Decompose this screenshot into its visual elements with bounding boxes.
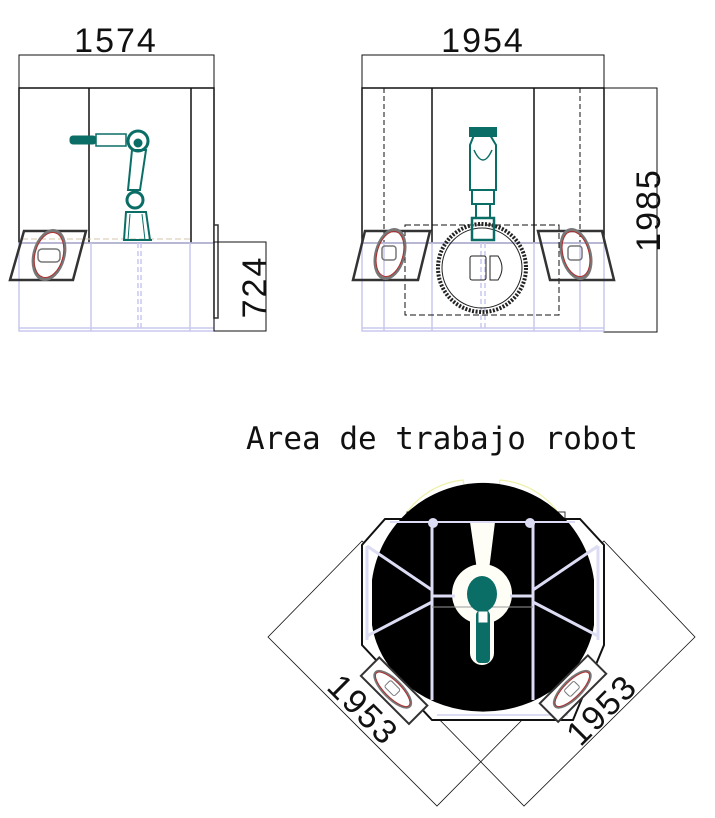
operator-station-top-left [359,656,429,726]
drawing-title: Area de trabajo robot [246,421,638,457]
robot-base-ring [436,222,528,314]
operator-station-top-right [538,653,608,724]
total-height-dimension: 1985 [630,168,668,252]
frame-struts [365,521,600,716]
side-elevation-view: 1954 1985 [351,22,668,333]
robot-arm-front-icon [469,127,497,242]
table-frame [18,242,215,332]
operator-station-right [536,228,616,282]
side-width-dimension: 1954 [441,22,525,60]
robot-top-icon [467,576,497,663]
side-panel [213,224,219,319]
enclosure-frame [18,87,215,244]
operator-station-icon [8,229,88,282]
table-height-dimension: 724 [236,256,274,319]
operator-station-left [351,228,432,282]
front-width-dimension: 1574 [74,22,158,60]
robot-arm-icon [69,129,152,241]
table-frame-side [361,242,605,332]
front-elevation-view: 1574 [8,22,274,332]
top-plan-view: 1953 1953 [267,479,696,807]
enclosure-frame-side [361,87,605,244]
